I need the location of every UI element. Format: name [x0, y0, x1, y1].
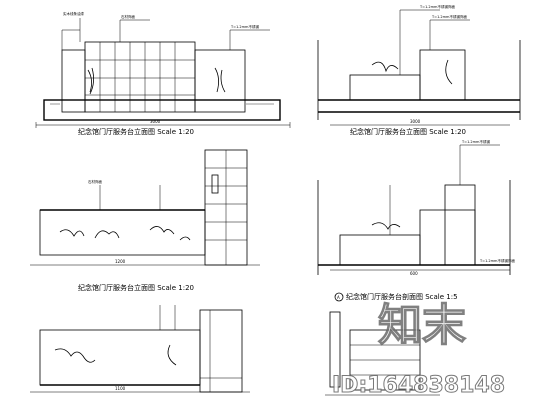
elevation-middle-right: T=1.2mm不锈钢 T=1.2mm不锈钢饰面 600 — [317, 139, 515, 276]
dim-3: 1200 — [115, 259, 126, 264]
elevation-top-right: T=1.2mm不锈钢饰面 T=1.2mm不锈钢饰面 3000 纪念馆门厅服务台立… — [317, 4, 521, 136]
caption-elev-1: 纪念馆门厅服务台立面图 Scale 1:20 — [78, 127, 194, 136]
section-marker: A 纪念馆门厅服务台剖面图 Scale 1:5 — [334, 292, 458, 302]
note-6: 石材饰面 — [88, 179, 102, 184]
note-2: 石材饰面 — [121, 14, 135, 19]
elevation-top-left: 实木线条油漆 石材饰面 T=1.2mm不锈钢 3000 纪念馆门厅服务台立面图 … — [35, 11, 291, 136]
section-bottom-right — [325, 311, 440, 396]
section-marker-label: A — [337, 295, 340, 300]
dim-1: 3000 — [150, 119, 161, 124]
dim-4: 600 — [410, 271, 418, 276]
watermark-id: ID:164838148 — [332, 373, 505, 398]
caption-elev-2: 纪念馆门厅服务台立面图 Scale 1:20 — [350, 127, 466, 136]
caption-section: 纪念馆门厅服务台剖面图 Scale 1:5 — [346, 292, 458, 301]
note-3: T=1.2mm不锈钢 — [230, 24, 259, 29]
elevation-middle-left: 石材饰面 1200 纪念馆门厅服务台立面图 Scale 1:20 — [30, 149, 260, 292]
dim-5: 1100 — [115, 386, 126, 391]
note-7: T=1.2mm不锈钢 — [461, 139, 490, 144]
note-5: T=1.2mm不锈钢饰面 — [431, 14, 467, 19]
elevation-bottom-left: 1100 — [30, 305, 250, 393]
watermark: 知末 ID:164838148 — [332, 299, 506, 398]
watermark-brand: 知末 — [378, 300, 466, 351]
dim-2: 3000 — [410, 119, 421, 124]
note-1: 实木线条油漆 — [63, 11, 84, 16]
note-4: T=1.2mm不锈钢饰面 — [419, 4, 455, 9]
caption-elev-3: 纪念馆门厅服务台立面图 Scale 1:20 — [78, 283, 194, 292]
note-8: T=1.2mm不锈钢饰面 — [479, 258, 515, 263]
